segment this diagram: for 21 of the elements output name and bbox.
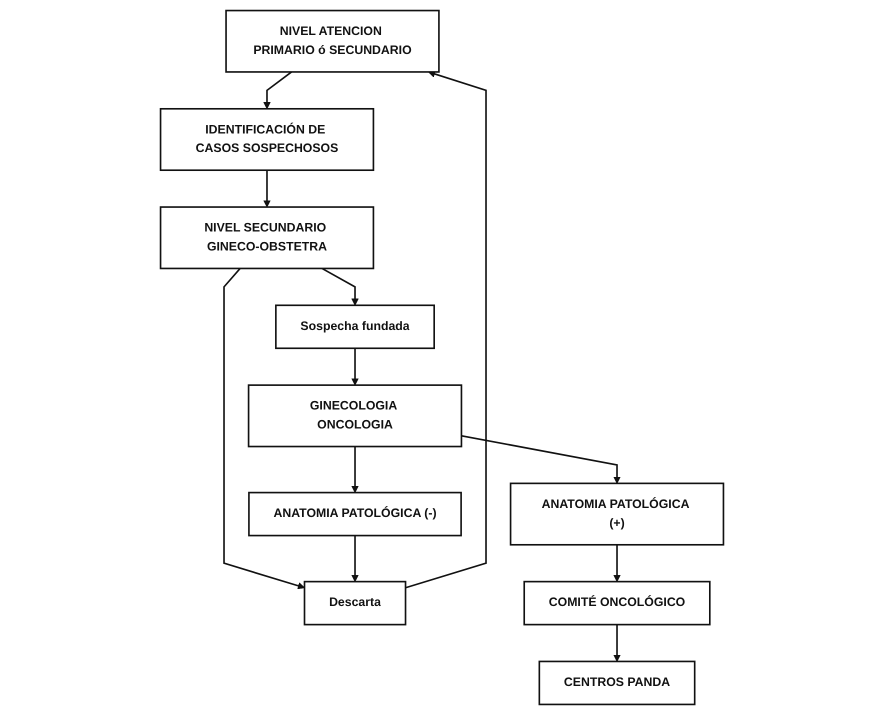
arrow	[612, 624, 620, 662]
node-box: GINECOLOGIA ONCOLOGIA	[247, 384, 462, 448]
arrow	[222, 268, 304, 590]
node-box: NIVEL SECUNDARIO GINECO-OBSTETRA	[159, 206, 374, 270]
node-box: ANATOMIA PATOLÓGICA (+)	[509, 482, 724, 546]
arrow	[460, 434, 620, 484]
node-box: Descarta	[303, 580, 406, 626]
node-box: COMITÉ ONCOLÓGICO	[522, 580, 710, 626]
arrow	[404, 70, 486, 588]
node-box: CENTROS PANDA	[538, 660, 695, 706]
arrow	[612, 544, 620, 582]
arrow	[262, 170, 270, 208]
node-box: Sospecha fundada	[274, 304, 434, 350]
arrow	[350, 536, 358, 582]
arrow	[262, 71, 292, 110]
node-box: IDENTIFICACIÓN DE CASOS SOSPECHOSOS	[159, 108, 374, 172]
node-box: NIVEL ATENCION PRIMARIO ó SECUNDARIO	[224, 10, 440, 73]
node-box: ANATOMIA PATOLÓGICA (-)	[248, 492, 462, 536]
arrow	[350, 446, 358, 493]
arrow	[321, 268, 358, 306]
arrow	[350, 348, 358, 386]
